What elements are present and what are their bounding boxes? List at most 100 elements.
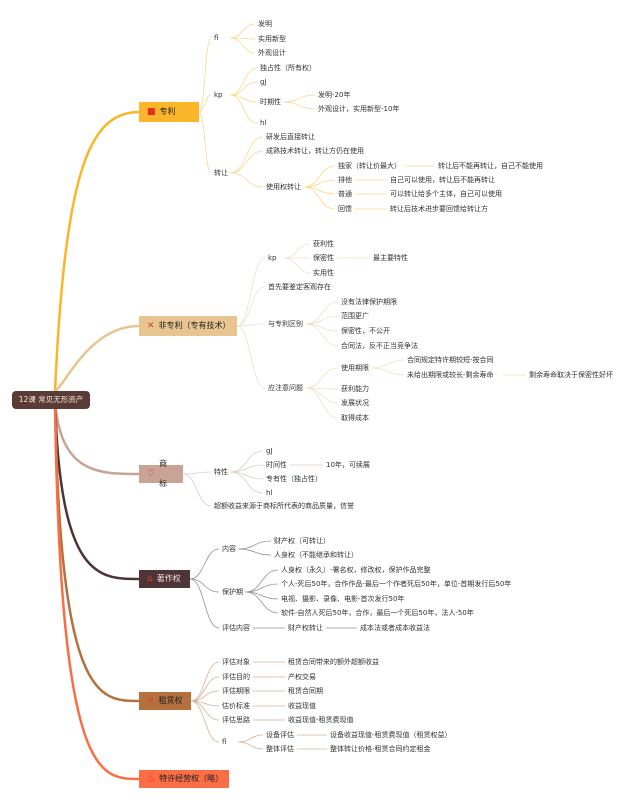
node-non_patent[interactable]: 获利性 [313, 240, 334, 248]
node-trademark[interactable]: 时间性 [266, 461, 287, 469]
node-lease[interactable]: 评估对象 [222, 658, 250, 666]
node-patent[interactable]: 自己可以使用，转让后不能再转让 [390, 176, 495, 184]
node-patent[interactable]: fl [214, 34, 219, 42]
node-patent[interactable]: 独占性（所有权） [260, 64, 316, 72]
node-lease[interactable]: 估价标准 [222, 702, 250, 710]
node-trademark[interactable]: 专有性（独占性） [266, 475, 322, 483]
node-patent[interactable]: 研发后直接转让 [266, 133, 315, 141]
node-patent[interactable]: kp [214, 91, 223, 99]
connector-non_patent-1 [236, 286, 266, 327]
node-patent[interactable]: 使用权转让 [266, 183, 301, 191]
node-copyright[interactable]: 保护期 [222, 588, 243, 596]
node-copyright[interactable]: 成本法或者成本收益法 [360, 624, 430, 632]
node-patent[interactable]: 排他 [338, 176, 352, 184]
node-trademark[interactable]: 10年，可续展 [326, 461, 370, 469]
node-non_patent[interactable]: 合同法，反不正当竞争法 [341, 342, 418, 350]
node-non_patent[interactable]: 保密性 [313, 254, 334, 262]
node-patent[interactable]: 时期性 [260, 98, 281, 106]
node-copyright[interactable]: 个人-死后50年，合作作品-最后一个作者死后50年，单位-首期发行后50年 [281, 580, 512, 588]
node-lease[interactable]: 评估思路 [222, 716, 250, 724]
node-patent[interactable]: 外观设计，实用新型-10年 [318, 105, 400, 113]
branch-trademark[interactable]: ♡商标 [139, 459, 183, 488]
node-patent[interactable]: 独家（转让价最大） [338, 162, 401, 170]
node-non_patent[interactable]: 最主要特性 [373, 254, 408, 262]
node-lease[interactable]: 评估期限 [222, 687, 250, 695]
node-lease[interactable]: 租赁合同期 [288, 687, 323, 695]
node-non_patent[interactable]: 剩余寿命取决于保密性好坏 [529, 371, 613, 379]
connector-copyright-0 [189, 548, 220, 580]
node-non_patent[interactable]: 首先要鉴定客观存在 [268, 283, 331, 291]
node-patent[interactable]: 实用新型 [258, 35, 286, 43]
connector-copyright-1 [189, 578, 220, 593]
branch-patent[interactable]: ■专利 [139, 102, 199, 122]
node-copyright[interactable]: 评估内容 [222, 624, 250, 632]
node-lease[interactable]: fl [222, 738, 227, 746]
branch-connector-trademark [53, 399, 140, 476]
node-patent[interactable]: 成熟技术转让，转让方仍在使用 [266, 147, 364, 155]
branch-connector-patent [53, 110, 140, 392]
node-patent[interactable]: gJ [260, 78, 267, 86]
node-lease[interactable]: 评估目的 [222, 673, 250, 681]
branch-label: 专利 [159, 107, 176, 116]
connector-lease-5 [190, 700, 220, 743]
node-copyright[interactable]: 财产权（可转让） [274, 537, 330, 545]
node-copyright[interactable]: 电视、摄影、录像、电影-首次发行50年 [281, 595, 405, 603]
node-patent[interactable]: 发明-20年 [318, 91, 351, 99]
tools-icon: ✕ [147, 320, 155, 331]
node-trademark[interactable]: hl [266, 489, 273, 497]
node-trademark[interactable]: gJ [266, 447, 273, 455]
node-copyright[interactable]: 内容 [222, 545, 236, 553]
branch-franchise[interactable]: ♨特许经营权（略） [139, 770, 229, 788]
node-non_patent[interactable]: 合同规定特许期较短-按合同 [407, 356, 494, 364]
connector-patent-1-0 [230, 67, 258, 96]
node-lease[interactable]: 整体转让价格-租赁合同约定租金 [330, 745, 431, 753]
node-patent[interactable]: 可以转让给多个主体，自己可以使用 [390, 190, 502, 198]
node-patent[interactable]: hl [260, 119, 267, 127]
node-non_patent[interactable]: 获利能力 [341, 385, 369, 393]
node-non_patent[interactable]: kp [268, 254, 277, 262]
node-copyright[interactable]: 财产权转让 [288, 624, 323, 632]
node-patent[interactable]: 普通 [338, 190, 352, 198]
branch-lease[interactable]: ✕租赁权 [139, 692, 191, 710]
connector-non_patent-3-0-1 [371, 367, 405, 376]
node-lease[interactable]: 租赁合同带来的额外超额收益 [288, 658, 379, 666]
branch-copyright[interactable]: ⌂著作权 [139, 570, 190, 588]
node-patent[interactable]: 回馈 [338, 205, 352, 213]
root-node[interactable]: 12课 常见无形资产 [12, 391, 90, 409]
node-non_patent[interactable]: 保密性，不公开 [341, 327, 390, 335]
node-lease[interactable]: 设备评估 [266, 731, 294, 739]
node-patent[interactable]: 发明 [258, 20, 272, 28]
node-non_patent[interactable]: 没有法律保护期限 [341, 298, 397, 306]
node-lease[interactable]: 整体评估 [266, 745, 294, 753]
node-lease[interactable]: 收益现值-租赁费现值 [288, 716, 354, 724]
node-non_patent[interactable]: 与专利区别 [268, 320, 303, 328]
node-patent[interactable]: 外观设计 [258, 49, 286, 57]
node-copyright[interactable]: 人身权（不能继承和转让） [274, 551, 358, 559]
connector-patent-0-0 [230, 23, 256, 39]
node-patent[interactable]: 转让 [214, 169, 228, 177]
branch-non_patent[interactable]: ✕非专利（专有技术） [139, 316, 237, 336]
node-non_patent[interactable]: 取得成本 [341, 414, 369, 422]
connector-non_patent-2-0 [305, 301, 339, 325]
node-lease[interactable]: 收益现值 [288, 702, 316, 710]
node-non_patent[interactable]: 未给出期限或较长-剩余寿命 [407, 371, 494, 379]
node-copyright[interactable]: 软件-自然人死后50年，合作，最后一个死后50年，法人-50年 [281, 609, 474, 617]
tools-icon: ✕ [147, 695, 155, 706]
node-lease[interactable]: 产权交易 [288, 673, 316, 681]
node-lease[interactable]: 设备收益现值-租赁费现值（租赁权益） [330, 731, 452, 739]
connector-copyright-1-3 [245, 591, 279, 614]
node-patent[interactable]: 转让后技术进步要回馈给转让方 [390, 205, 488, 213]
node-trademark[interactable]: 超额收益来源于商标所代表的商品质量，信誉 [214, 502, 354, 510]
node-trademark[interactable]: 特性 [214, 468, 228, 476]
node-non_patent[interactable]: 发展状况 [341, 399, 369, 407]
node-non_patent[interactable]: 实用性 [313, 269, 334, 277]
branch-connector-copyright [53, 399, 140, 581]
connector-lease-5-0 [238, 734, 264, 743]
node-copyright[interactable]: 人身权（永久）-署名权，修改权，保护作品完整 [281, 566, 431, 574]
node-non_patent[interactable]: 应注意问题 [268, 384, 303, 392]
node-non_patent[interactable]: 范围更广 [341, 312, 369, 320]
node-non_patent[interactable]: 使用期限 [341, 364, 369, 372]
connector-copyright-1-0 [245, 569, 279, 593]
node-patent[interactable]: 转让后不能再转让，自己不能使用 [438, 162, 543, 170]
